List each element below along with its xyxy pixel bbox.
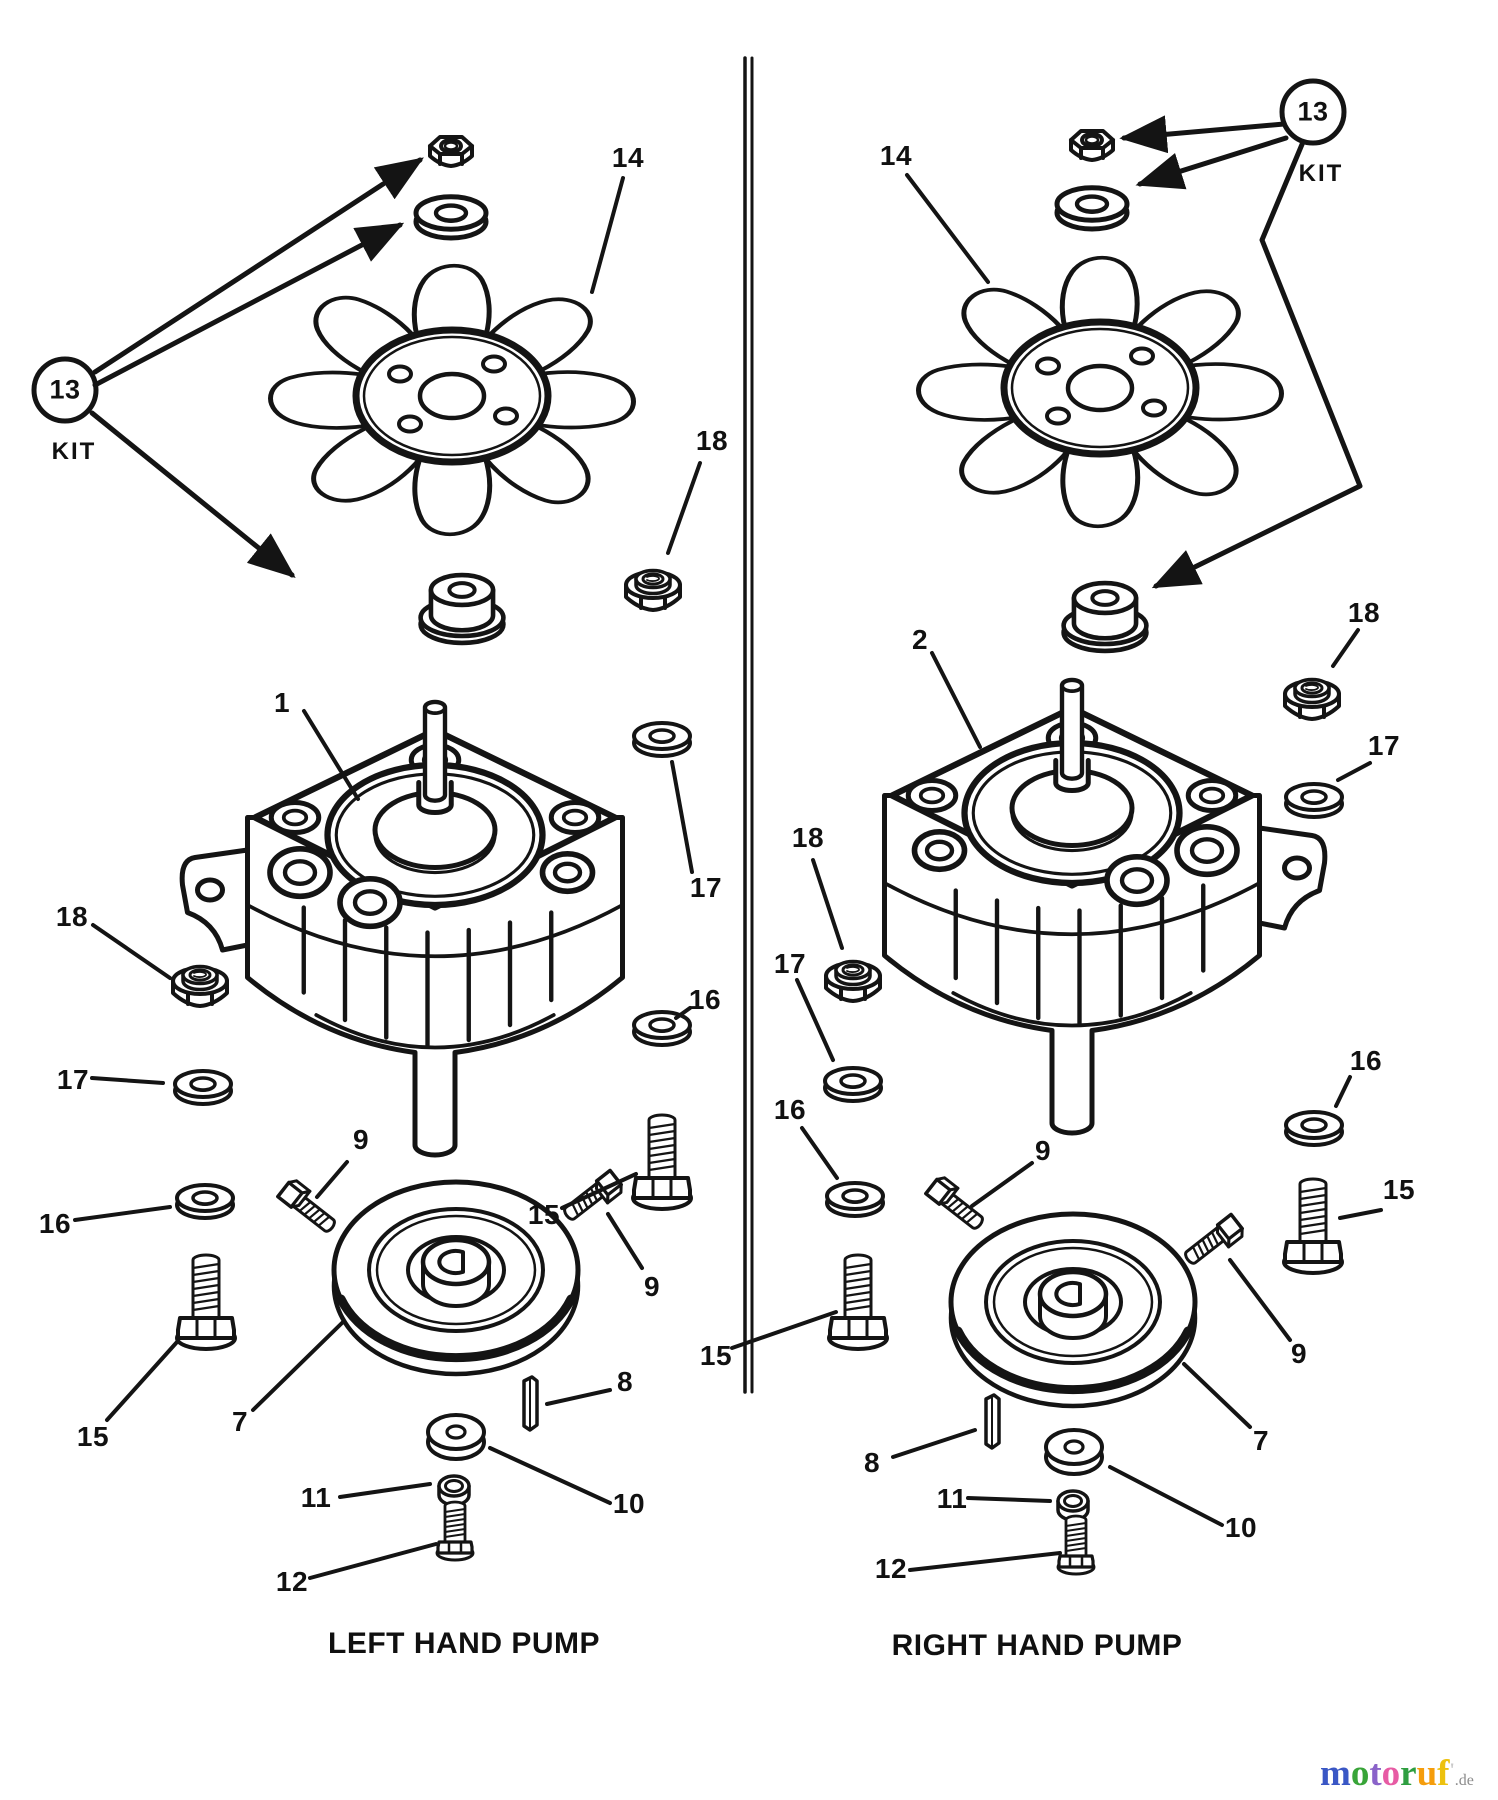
callout-18-upper-left-half: 18: [695, 425, 729, 456]
kit-arrow: [1119, 115, 1287, 154]
callout-2: 2: [911, 624, 929, 655]
callout-16-inner-left-half: 16: [688, 984, 722, 1015]
logo-tick: ': [1449, 1760, 1455, 1781]
fan-washer-right: [1057, 188, 1127, 229]
washer-10-left: [426, 1413, 486, 1461]
fan-bushing-right: [1064, 583, 1147, 651]
locknut-18-inner-right-half: [824, 959, 882, 1003]
bolt-15-left-column: [175, 1253, 237, 1351]
callout-12-right: 12: [874, 1553, 908, 1584]
locknut-18-left-column: [171, 964, 229, 1008]
callout-15-inner-right-half: 15: [699, 1340, 733, 1371]
pulley-right: [951, 1214, 1195, 1406]
washer-17-inner-left-half: [632, 721, 692, 758]
kit-caption-right: KIT: [1298, 160, 1344, 187]
callout-10-right: 10: [1224, 1512, 1258, 1543]
kit-arrow: [1135, 135, 1289, 190]
kit-arrow: [1151, 139, 1363, 589]
callout-14-left: 14: [611, 142, 645, 173]
fan-right: [919, 258, 1282, 527]
kit-arrow: [89, 410, 296, 578]
callout-16-left-column: 16: [38, 1208, 72, 1239]
callout-9a-left: 9: [352, 1124, 370, 1155]
fan-washer-left: [416, 197, 486, 238]
kit-arrow: [92, 157, 424, 375]
callout-15-inner-left-half: 15: [527, 1199, 561, 1230]
fan-bushing-left: [421, 575, 504, 643]
washer-16-left-column: [175, 1183, 235, 1220]
key-8-left: [522, 1375, 539, 1432]
locknut-18-upper-left-half: [624, 568, 682, 612]
callout-16-inner-right-half: 16: [773, 1094, 807, 1125]
callout-13-right: 13: [1297, 96, 1329, 127]
callout-12-left: 12: [275, 1566, 309, 1597]
pump-left: [182, 702, 622, 1155]
kit-arrow: [92, 222, 405, 388]
callout-18-inner-right-half: 18: [791, 822, 825, 853]
washer-17-left-column: [173, 1069, 233, 1106]
logo-letter: u: [1416, 1753, 1438, 1794]
callout-17-right-column: 17: [1367, 730, 1401, 761]
washer-16-right-column: [1284, 1110, 1344, 1147]
caption-left-hand-pump: LEFT HAND PUMP: [328, 1627, 600, 1660]
washer-17-inner-right-half: [823, 1066, 883, 1103]
logo-letter: o: [1350, 1753, 1370, 1794]
callout-18-right-column: 18: [1347, 597, 1381, 628]
bolt-12-left: [435, 1500, 475, 1562]
pump-right: [885, 680, 1325, 1133]
callout-11-left: 11: [300, 1482, 332, 1513]
washer-16-inner-right-half: [825, 1181, 885, 1218]
callout-8-left: 8: [616, 1366, 634, 1397]
key-8-right: [984, 1393, 1001, 1450]
logo-suffix: .de: [1454, 1772, 1474, 1789]
kit-caption-left: KIT: [51, 438, 97, 465]
callout-14-right: 14: [879, 140, 913, 171]
callout-8-right: 8: [863, 1447, 881, 1478]
callout-9a-right: 9: [1034, 1135, 1052, 1166]
callout-9b-left: 9: [643, 1271, 661, 1302]
fan-nut-left: [428, 135, 474, 168]
fan-nut-right: [1069, 129, 1115, 162]
callout-1: 1: [273, 687, 291, 718]
callout-11-right: 11: [936, 1483, 968, 1514]
bolt-9-left-of-pulley-left: [275, 1175, 344, 1237]
washer-17-right-column: [1284, 782, 1344, 819]
bolt-9-right-of-pulley-left: [559, 1168, 627, 1230]
locknut-18-right-column: [1283, 677, 1341, 721]
bolt-15-right-column: [1282, 1177, 1344, 1275]
callout-17-inner-left-half: 17: [689, 872, 723, 903]
callout-13-left: 13: [49, 374, 81, 405]
logo-letter: r: [1400, 1753, 1417, 1794]
callout-15-right-column: 15: [1382, 1174, 1416, 1205]
callout-17-inner-right-half: 17: [773, 948, 807, 979]
callout-7-left: 7: [231, 1406, 249, 1437]
logo-letter: o: [1381, 1753, 1401, 1794]
callout-15-left-column: 15: [76, 1421, 110, 1452]
washer-10-right: [1044, 1428, 1104, 1476]
logo-letter: t: [1369, 1753, 1382, 1794]
callout-17-left-column: 17: [56, 1064, 90, 1095]
bolt-15-inner-right-half: [827, 1253, 889, 1351]
callout-10-left: 10: [612, 1488, 646, 1519]
callout-18-left-column: 18: [55, 901, 89, 932]
fan-left: [271, 266, 634, 535]
bolt-15-inner-left-half: [631, 1113, 693, 1211]
logo-letter: m: [1320, 1753, 1351, 1794]
bolt-9-left-of-pulley-right: [923, 1172, 992, 1234]
callout-16-right-column: 16: [1349, 1045, 1383, 1076]
callout-7-right: 7: [1252, 1425, 1270, 1456]
bolt-12-right: [1056, 1514, 1096, 1576]
logo-letter: f: [1437, 1753, 1450, 1794]
caption-right-hand-pump: RIGHT HAND PUMP: [891, 1629, 1183, 1662]
callout-9b-right: 9: [1290, 1338, 1308, 1369]
leader-lines-right: [730, 173, 1383, 1572]
motoruf-logo[interactable]: motoruf'.de: [1320, 1752, 1474, 1793]
washer-16-inner-left-half: [632, 1010, 692, 1047]
bolt-9-right-of-pulley-right: [1180, 1212, 1248, 1274]
leader-lines-left: [73, 176, 702, 1580]
